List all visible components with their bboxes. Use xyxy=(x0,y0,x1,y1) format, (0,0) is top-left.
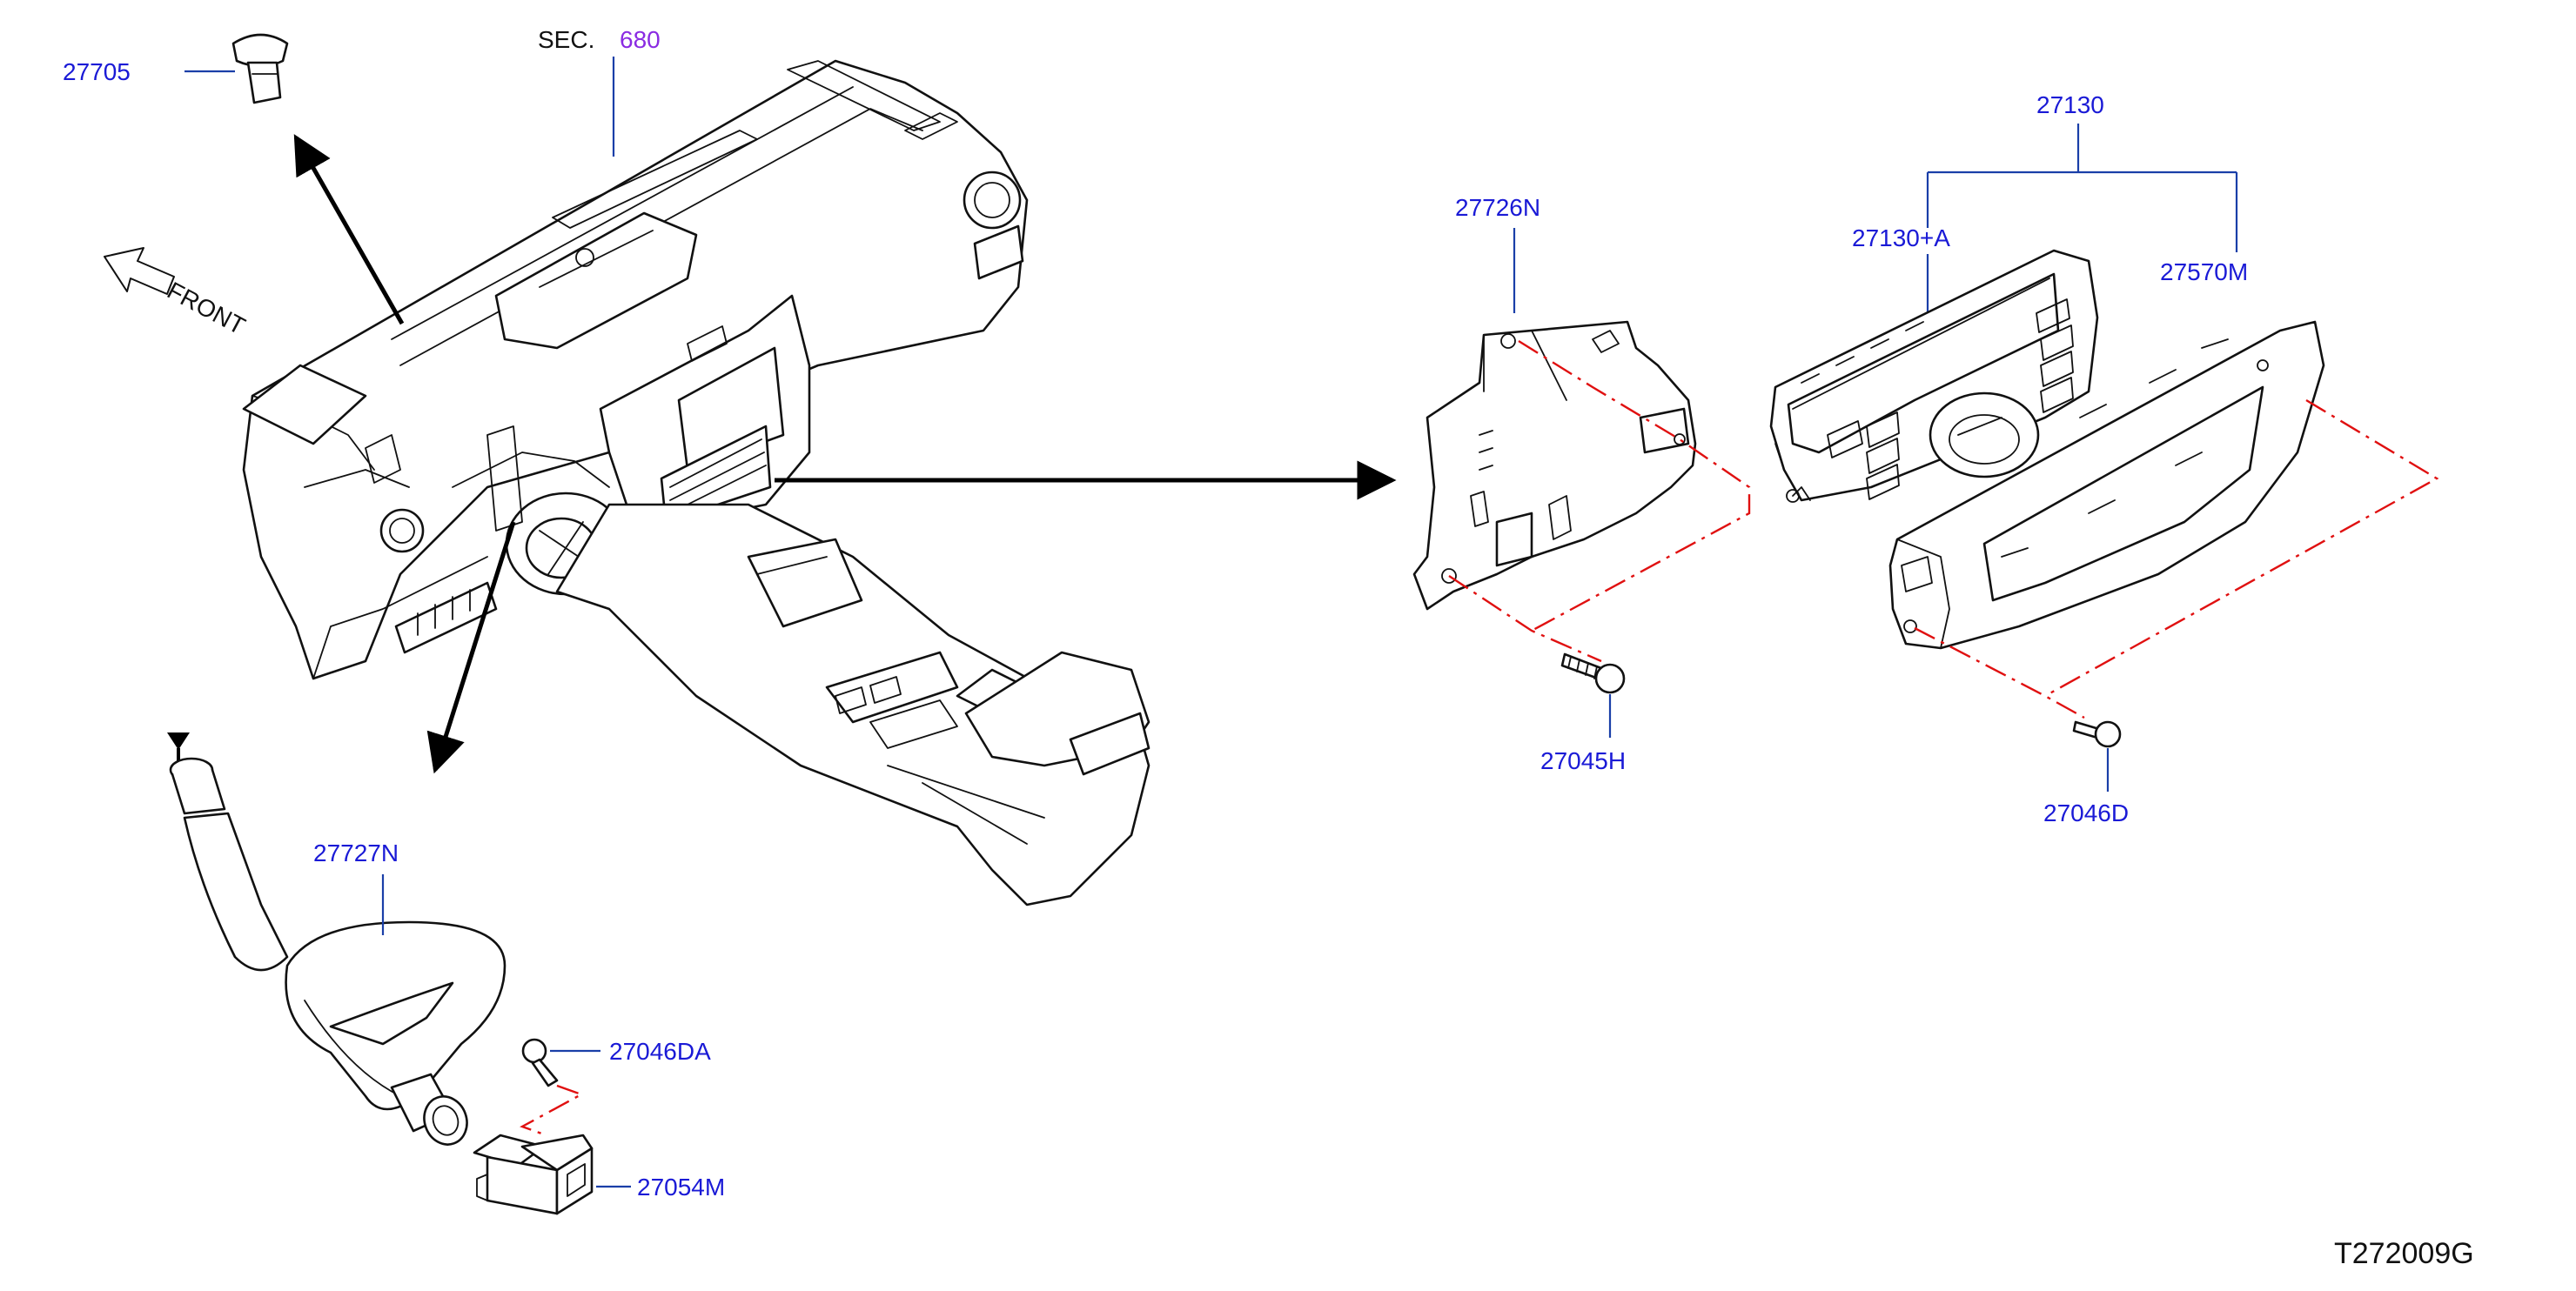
part-27705-clip: 27705 xyxy=(63,33,289,104)
part-27570M-finisher: 27570M xyxy=(1888,258,2439,719)
part-number-27130A: 27130+A xyxy=(1852,224,1950,251)
sec-prefix: SEC. xyxy=(538,26,594,53)
part-27046DA-clip: 27046DA xyxy=(520,1038,711,1137)
part-number-27726N: 27726N xyxy=(1455,194,1540,221)
part-number-27045H: 27045H xyxy=(1540,747,1626,774)
arrow-to-27705 xyxy=(293,134,405,325)
part-27054M-sensor: 27054M xyxy=(473,1134,725,1215)
diagram-code: T272009G xyxy=(2334,1237,2474,1270)
part-number-27705: 27705 xyxy=(63,58,131,85)
part-number-27046DA: 27046DA xyxy=(609,1038,711,1065)
part-27045H-screw: 27045H xyxy=(1540,652,1626,774)
part-number-27130: 27130 xyxy=(2036,91,2104,118)
sec-number: 680 xyxy=(620,26,661,53)
front-label: FRONT xyxy=(163,277,250,340)
part-number-27046D: 27046D xyxy=(2043,799,2129,826)
part-number-27727N: 27727N xyxy=(313,839,399,866)
part-27046D-screw: 27046D xyxy=(2043,720,2129,826)
part-number-27570M: 27570M xyxy=(2160,258,2248,285)
part-27130-group-leader: 27130 xyxy=(1926,91,2238,252)
part-number-27054M: 27054M xyxy=(637,1174,725,1201)
part-27130A-control-unit: 27130+A xyxy=(1769,224,2099,503)
arrow-to-duct xyxy=(426,521,516,774)
section-reference: SEC. 680 xyxy=(538,26,661,157)
part-27726N-bracket: 27726N xyxy=(1412,194,1751,663)
front-direction-indicator: FRONT xyxy=(104,247,250,340)
part-27727N-duct: 27727N xyxy=(167,732,506,1146)
instrument-panel-drawing xyxy=(242,59,1150,906)
